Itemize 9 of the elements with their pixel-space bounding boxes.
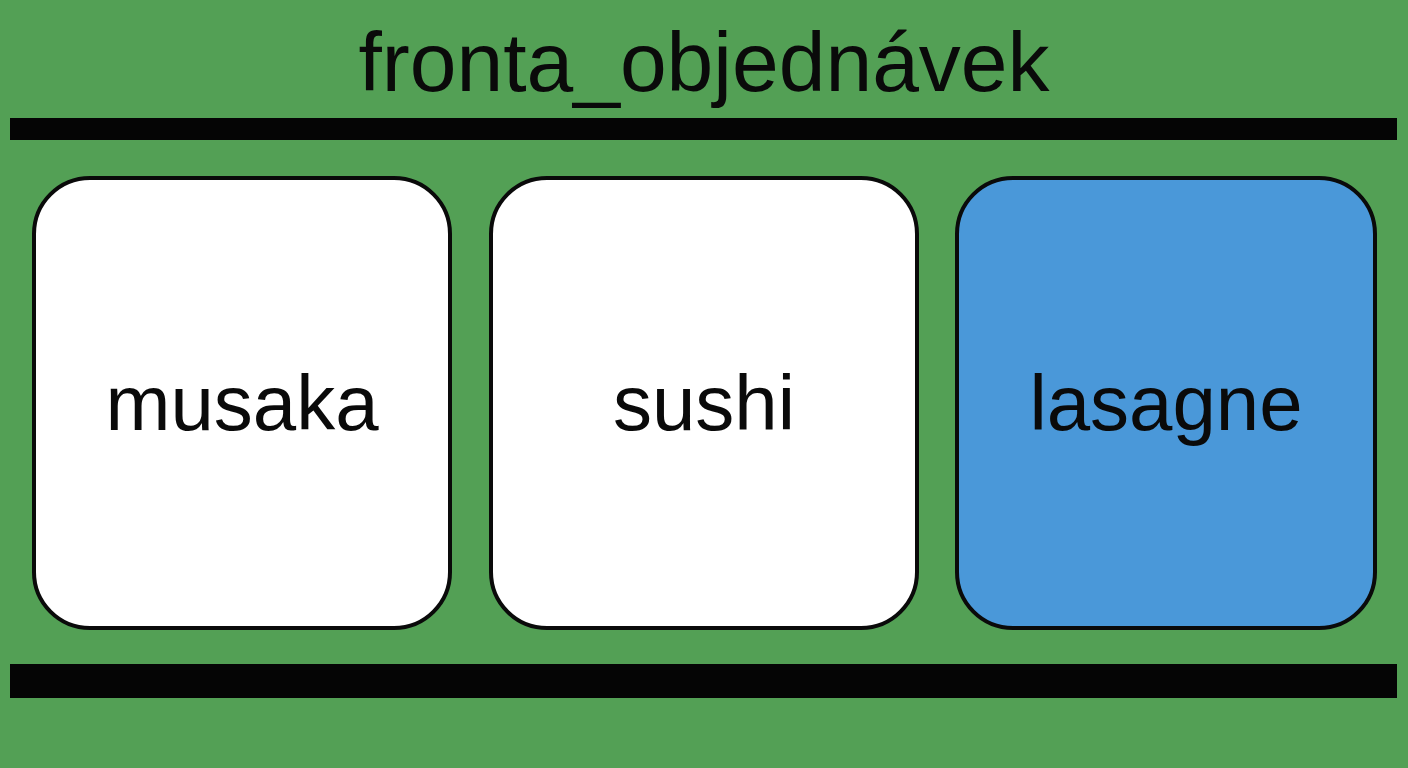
rail-bar xyxy=(10,664,1397,698)
rail-bar xyxy=(10,118,1397,140)
title: fronta_objednávek xyxy=(358,14,1050,110)
queue-item-card xyxy=(955,176,1377,630)
queue-item-card xyxy=(489,176,919,630)
queue-item-card xyxy=(32,176,452,630)
item-label: sushi xyxy=(612,358,796,448)
item-label: lasagne xyxy=(1029,358,1303,448)
item-label: musaka xyxy=(105,358,379,448)
